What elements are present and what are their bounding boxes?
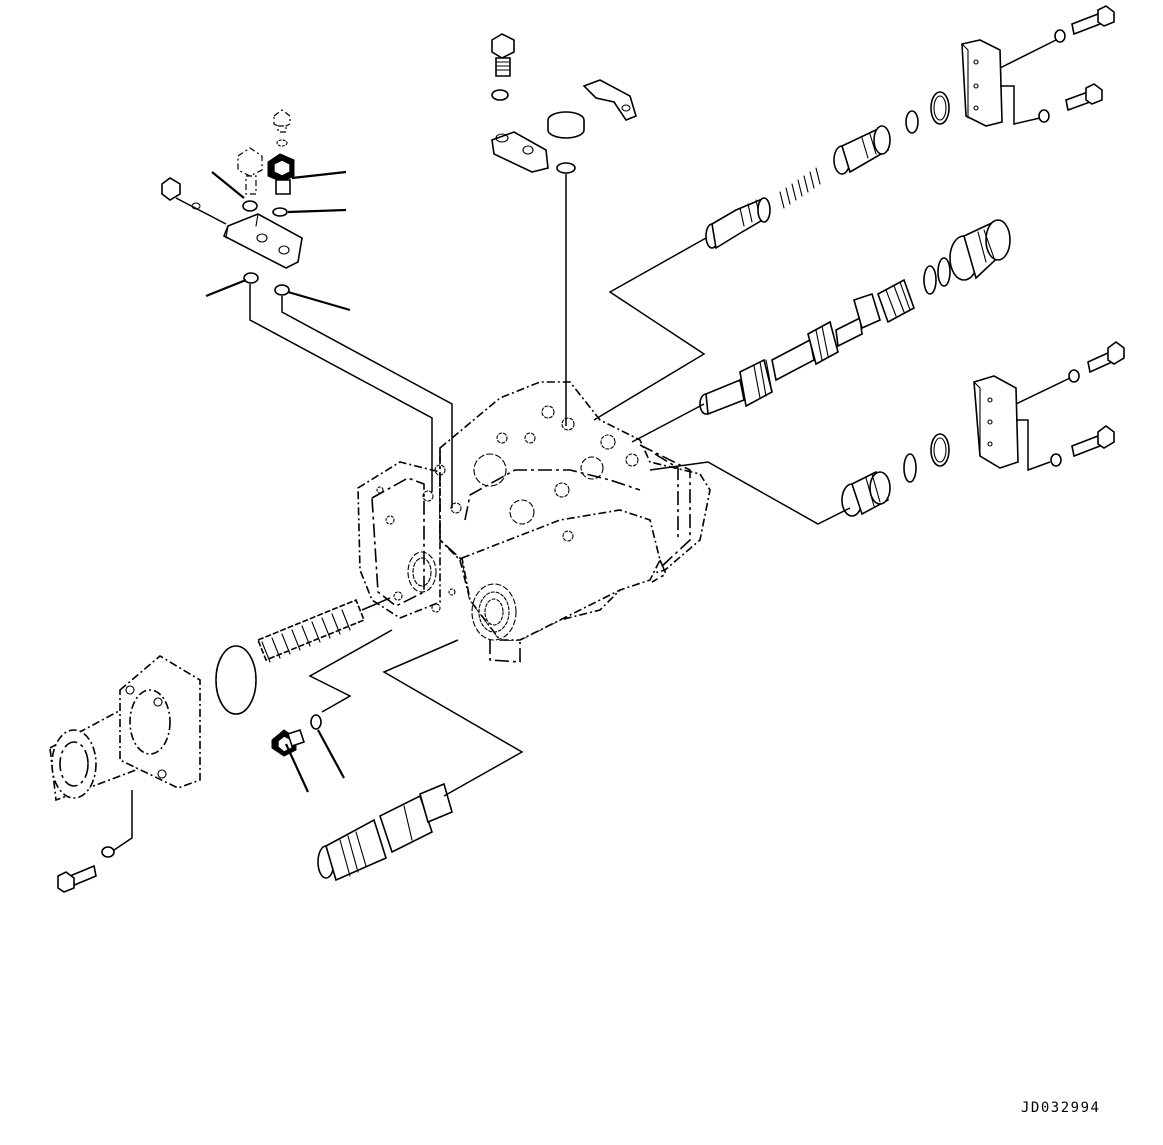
lower-left-group xyxy=(49,597,524,893)
valve-body xyxy=(357,381,711,663)
leader-lines xyxy=(175,170,453,793)
top-left-plate-group xyxy=(161,109,303,296)
drawing-id-code: JD032994 xyxy=(1021,1100,1101,1116)
main-spool-group xyxy=(631,219,1011,443)
top-center-retainer-group xyxy=(491,33,637,426)
lower-right-group xyxy=(649,341,1125,525)
upper-spool-group xyxy=(593,5,1115,421)
